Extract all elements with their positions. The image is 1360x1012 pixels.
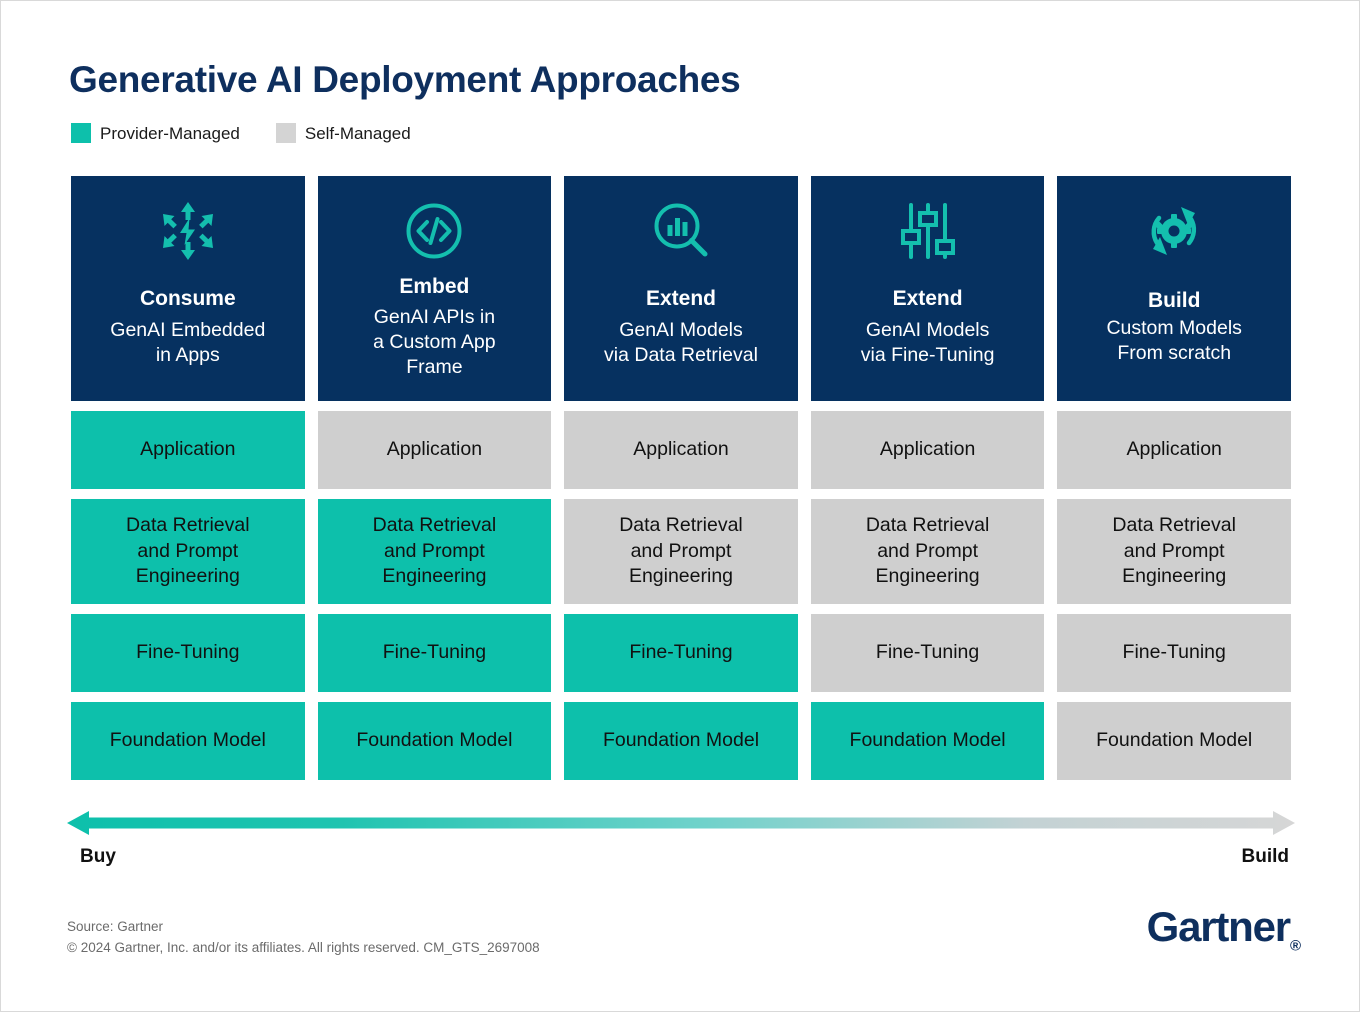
stack-cell-label: Foundation Model [849,729,1006,752]
stack-cell-foundation-model: Foundation Model [1057,702,1291,780]
footer: Source: Gartner © 2024 Gartner, Inc. and… [67,917,540,959]
approach-subtitle-line: a Custom App [373,331,496,354]
approach-card-build: Build Custom Models From scratch [1057,176,1291,401]
stack-cell-foundation-model: Foundation Model [71,702,305,780]
stack-cell-label: Application [1126,438,1222,461]
legend-item-self-managed: Self-Managed [275,123,411,143]
approach-subtitle: GenAI Embedded in Apps [83,318,293,368]
sliders-icon [899,194,957,268]
approach-subtitle-line: GenAI Models [619,318,743,341]
stack-cell-fine-tuning: Fine-Tuning [564,614,798,692]
legend-label-self-managed: Self-Managed [304,123,411,143]
stack-cell-fine-tuning: Fine-Tuning [810,614,1045,692]
approach-title: Extend [645,287,716,311]
approach-subtitle-line: via Fine-Tuning [860,343,995,366]
stack-cell-label: Fine-Tuning [875,641,980,664]
legend-item-provider-managed: Provider-Managed [71,123,240,143]
code-brackets-circle-icon [403,194,465,268]
stack-cell-foundation-model: Foundation Model [564,702,798,780]
approach-subtitle-line: GenAI Models [865,318,990,341]
approach-subtitle-line: GenAI APIs in [373,306,496,329]
stack-cell-label: Foundation Model [1096,729,1253,752]
approach-subtitle: GenAI Models via Fine-Tuning [823,318,1033,368]
buy-build-axis-arrow [67,809,1295,841]
approach-card-consume: Consume GenAI Embedded in Apps [71,176,305,401]
stack-cell-application: Application [317,411,552,489]
gartner-logo-text: Gartner [1146,903,1292,950]
stack-cell-application: Application [564,411,798,489]
approach-subtitle-line: Frame [406,356,463,379]
approach-title: Extend [892,287,963,311]
approach-card-extend-fine-tuning-text: Extend GenAI Models via Fine-Tuning [823,268,1033,387]
approach-subtitle-line: From scratch [1117,341,1232,364]
stack-cell-label: Fine-Tuning [629,641,733,664]
stack-cell-label: Foundation Model [602,729,760,752]
approach-card-extend-fine-tuning: Extend GenAI Models via Fine-Tuning [810,176,1045,401]
approach-subtitle-line: via Data Retrieval [604,343,758,366]
footer-source: Source: Gartner [67,919,164,934]
registered-trademark-icon: ® [1289,937,1301,955]
approach-subtitle: Custom Models From scratch [1069,316,1279,366]
stack-cell-label: Foundation Model [109,729,266,752]
approach-subtitle-line: Custom Models [1106,316,1242,339]
stack-cell-label: Fine-Tuning [136,641,240,664]
axis-label-build: Build [1241,846,1290,867]
stack-cell-label: Application [633,438,729,461]
approach-grid: Consume GenAI Embedded in Apps Embed [71,176,1291,780]
approach-subtitle-line: GenAI Embedded [110,318,266,341]
stack-cell-fine-tuning: Fine-Tuning [317,614,552,692]
approach-title: Build [1147,289,1201,313]
approach-subtitle-line: in Apps [155,343,220,366]
stack-cell-fine-tuning: Fine-Tuning [1057,614,1291,692]
approach-card-extend-data-retrieval-text: Extend GenAI Models via Data Retrieval [576,268,786,387]
stack-cell-label: Application [140,438,236,461]
stack-cell-application: Application [810,411,1045,489]
axis-label-buy: Buy [80,846,116,867]
approach-card-extend-data-retrieval: Extend GenAI Models via Data Retrieval [564,176,798,401]
approach-card-consume-text: Consume GenAI Embedded in Apps [83,268,293,387]
page-title: Generative AI Deployment Approaches [69,59,741,100]
stack-cell-label: Foundation Model [356,729,513,752]
stack-cell-label: Application [879,438,976,461]
stack-cell-foundation-model: Foundation Model [810,702,1045,780]
gartner-logo: Gartner® [1146,903,1301,955]
approach-card-embed-text: Embed GenAI APIs in a Custom App Frame [330,268,540,387]
stack-cell-foundation-model: Foundation Model [317,702,552,780]
stack-cell-label: Fine-Tuning [382,641,487,664]
approach-card-embed: Embed GenAI APIs in a Custom App Frame [317,176,552,401]
approach-subtitle: GenAI Models via Data Retrieval [576,318,786,368]
footer-copyright: © 2024 Gartner, Inc. and/or its affiliat… [67,939,540,955]
stack-cell-label: Application [386,438,483,461]
magnifier-bar-chart-icon [650,194,712,268]
legend-swatch-gray-icon [275,123,296,143]
lightning-burst-icon [156,194,220,268]
legend-swatch-teal-icon [71,123,91,143]
approach-title: Consume [139,287,236,311]
legend-label-provider-managed: Provider-Managed [100,123,240,143]
approach-subtitle: GenAI APIs in a Custom App Frame [330,305,540,380]
approach-card-build-text: Build Custom Models From scratch [1069,268,1279,387]
approach-title: Embed [399,275,470,298]
stack-cell-fine-tuning: Fine-Tuning [71,614,305,692]
legend: Provider-Managed Self-Managed [71,123,411,143]
stack-cell-application: Application [71,411,305,489]
stack-cell-label: Fine-Tuning [1122,641,1226,664]
gear-refresh-icon [1143,194,1205,268]
stack-cell-application: Application [1057,411,1291,489]
